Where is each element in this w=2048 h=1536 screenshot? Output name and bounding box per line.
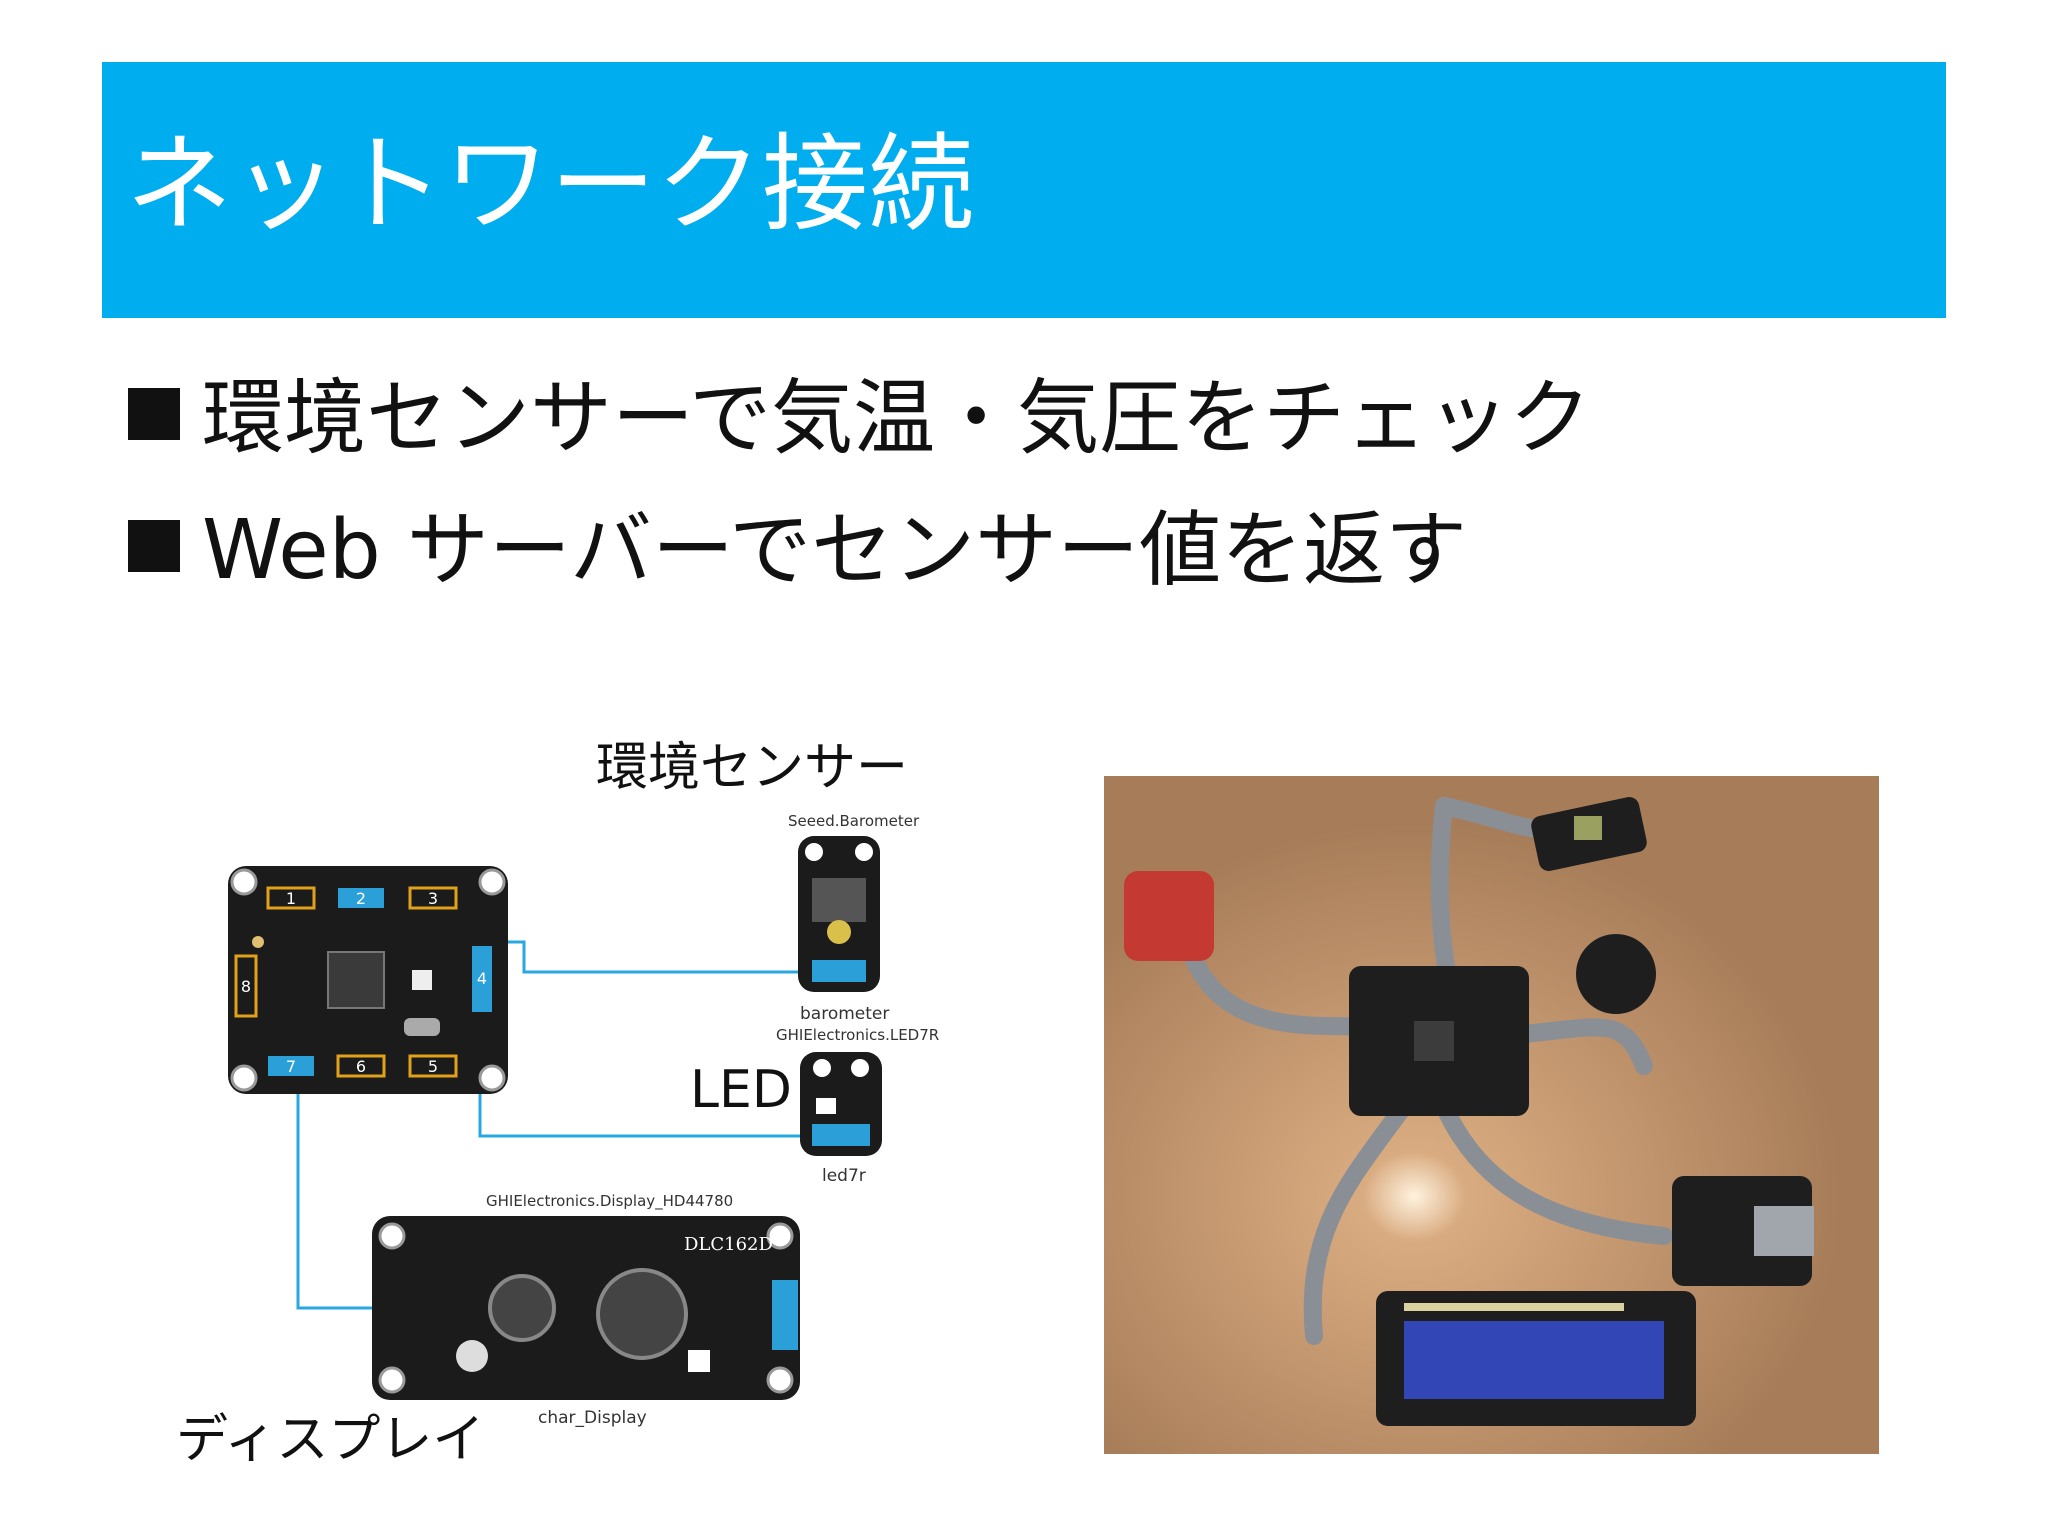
- led-heading: LED: [690, 1060, 792, 1120]
- bullet-square-icon: [128, 520, 180, 572]
- socket-number: 3: [428, 889, 438, 908]
- display-module: DLC162D: [372, 1216, 800, 1400]
- bullet-item: Web サーバーでセンサー値を返す: [128, 510, 1467, 592]
- led-name-label: led7r: [822, 1166, 866, 1186]
- display-heading: ディスプレイ: [176, 1410, 485, 1470]
- socket-number: 5: [428, 1057, 438, 1076]
- socket-number: 1: [286, 889, 296, 908]
- wire-barometer: [496, 940, 828, 974]
- socket-number: 6: [356, 1057, 366, 1076]
- barometer-module-label: Seeed.Barometer: [788, 812, 920, 830]
- bullet-text: 環境センサーで気温・気圧をチェック: [202, 371, 1592, 466]
- barometer-module: [798, 836, 880, 992]
- barometer-name-label: barometer: [800, 1004, 890, 1024]
- title-bar: ネットワーク接続: [102, 62, 1946, 318]
- photo-red-module: [1124, 871, 1214, 961]
- led-module: [800, 1052, 882, 1156]
- hardware-photo: [1104, 776, 1879, 1454]
- bullet-item: 環境センサーで気温・気圧をチェック: [128, 378, 1591, 460]
- socket-number: 4: [477, 969, 487, 988]
- led-module-label: GHIElectronics.LED7R: [776, 1026, 940, 1044]
- lcd-silk-label: DLC162D: [684, 1234, 773, 1255]
- socket-number: 2: [356, 889, 366, 908]
- bullet-text: Web サーバーでセンサー値を返す: [202, 503, 1468, 598]
- slide-title: ネットワーク接続: [126, 123, 974, 246]
- socket-number: 8: [241, 977, 251, 996]
- socket-number: 7: [286, 1057, 296, 1076]
- display-name-label: char_Display: [538, 1408, 647, 1428]
- bullet-square-icon: [128, 388, 180, 440]
- sensor-heading: 環境センサー: [596, 738, 909, 798]
- mainboard: 1 2 3 4 5 6 7 8: [228, 866, 508, 1094]
- display-module-label: GHIElectronics.Display_HD44780: [486, 1192, 734, 1210]
- photo-ethernet-module: [1672, 1176, 1812, 1286]
- photo-round-module: [1576, 934, 1656, 1014]
